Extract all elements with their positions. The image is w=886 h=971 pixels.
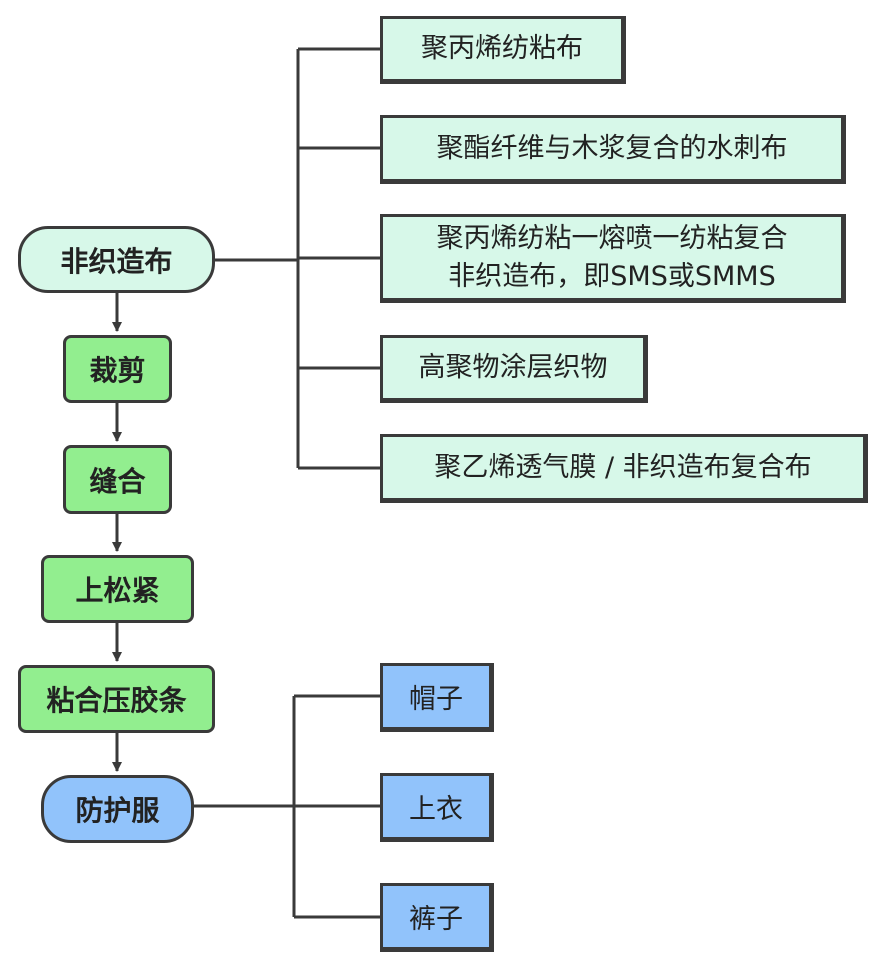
step-seam-tape: 粘合压胶条 xyxy=(18,665,215,733)
garment-pants: 裤子 xyxy=(380,883,494,952)
step-elastic: 上松紧 xyxy=(41,555,194,623)
material-pp-spunbond: 聚丙烯纺粘布 xyxy=(380,16,626,84)
step-label: 缝合 xyxy=(89,464,146,498)
step-sewing: 缝合 xyxy=(63,445,172,514)
material-label-line-1: 聚丙烯纺粘一熔喷一纺粘复合 xyxy=(436,222,788,254)
step-cutting: 裁剪 xyxy=(63,335,172,403)
end-label: 防护服 xyxy=(75,794,160,827)
garment-label: 上衣 xyxy=(409,794,463,825)
material-label: 聚乙烯透气膜 / 非织造布复合布 xyxy=(434,451,812,483)
end-node-protective-suit: 防护服 xyxy=(41,775,194,843)
material-coated-fabric: 高聚物涂层织物 xyxy=(380,335,648,403)
step-label: 粘合压胶条 xyxy=(46,684,187,717)
step-label: 上松紧 xyxy=(75,574,160,607)
material-spunlace: 聚酯纤维与木浆复合的水刺布 xyxy=(380,115,846,184)
material-label: 高聚物涂层织物 xyxy=(418,352,608,383)
material-label-line-2: 非织造布，即SMS或SMMS xyxy=(448,260,776,292)
garment-hat: 帽子 xyxy=(380,663,494,732)
material-pe-film-composite: 聚乙烯透气膜 / 非织造布复合布 xyxy=(380,434,868,503)
start-label: 非织造布 xyxy=(60,244,173,278)
material-label: 聚酯纤维与木浆复合的水刺布 xyxy=(436,132,788,164)
step-label: 裁剪 xyxy=(89,354,146,387)
start-node-nonwoven: 非织造布 xyxy=(18,226,215,293)
garment-jacket: 上衣 xyxy=(380,773,494,842)
material-label: 聚丙烯纺粘布 xyxy=(421,33,583,64)
garment-label: 帽子 xyxy=(409,684,463,715)
material-sms: 聚丙烯纺粘一熔喷一纺粘复合 非织造布，即SMS或SMMS xyxy=(380,214,846,303)
garment-label: 裤子 xyxy=(409,904,463,935)
